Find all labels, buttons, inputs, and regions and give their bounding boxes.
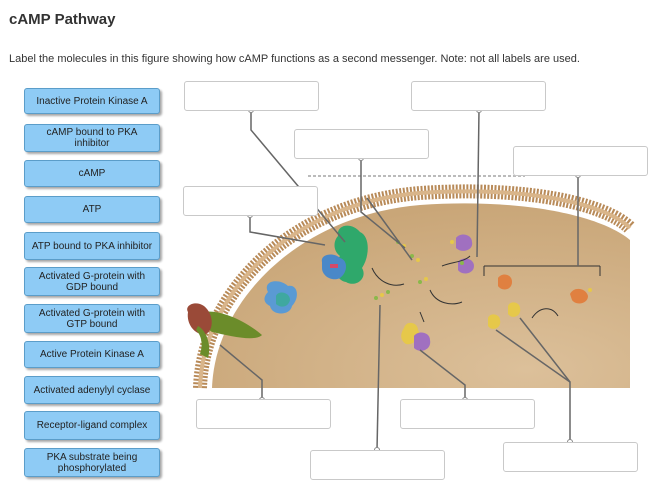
drop-target-3[interactable] xyxy=(294,129,429,159)
receptor-ligand-complex xyxy=(187,303,262,358)
label-pka-substrate-phosphorylated[interactable]: PKA substrate being phosphorylated xyxy=(24,448,160,477)
active-pka xyxy=(488,302,521,329)
page-title: cAMP Pathway xyxy=(9,11,116,28)
label-inactive-pka[interactable]: Inactive Protein Kinase A xyxy=(24,88,160,114)
drop-target-2[interactable] xyxy=(411,81,546,111)
label-atp-bound-pka-inhibitor[interactable]: ATP bound to PKA inhibitor xyxy=(24,232,160,260)
g-protein xyxy=(264,281,297,314)
label-g-protein-gtp[interactable]: Activated G-protein with GTP bound xyxy=(24,304,160,333)
drop-target-8[interactable] xyxy=(310,450,445,480)
pka-substrate xyxy=(498,274,592,304)
drop-target-7[interactable] xyxy=(400,399,535,429)
cell-cytoplasm xyxy=(212,203,630,388)
label-atp[interactable]: ATP xyxy=(24,196,160,223)
instructions: Label the molecules in this figure showi… xyxy=(9,53,580,65)
label-camp-bound-pka-inhibitor[interactable]: cAMP bound to PKA inhibitor xyxy=(24,124,160,152)
label-active-pka[interactable]: Active Protein Kinase A xyxy=(24,341,160,368)
pka-holoenzyme xyxy=(401,322,431,351)
label-g-protein-gdp[interactable]: Activated G-protein with GDP bound xyxy=(24,267,160,296)
drop-target-9[interactable] xyxy=(503,442,638,472)
drop-target-5[interactable] xyxy=(183,186,318,216)
label-receptor-ligand-complex[interactable]: Receptor-ligand complex xyxy=(24,411,160,440)
drop-target-1[interactable] xyxy=(184,81,319,111)
drop-target-6[interactable] xyxy=(196,399,331,429)
pka-inhibitor-top xyxy=(450,234,474,274)
label-camp[interactable]: cAMP xyxy=(24,160,160,187)
reaction-arrows xyxy=(371,255,601,323)
label-activated-adenylyl-cyclase[interactable]: Activated adenylyl cyclase xyxy=(24,376,160,404)
drop-target-4[interactable] xyxy=(513,146,648,176)
